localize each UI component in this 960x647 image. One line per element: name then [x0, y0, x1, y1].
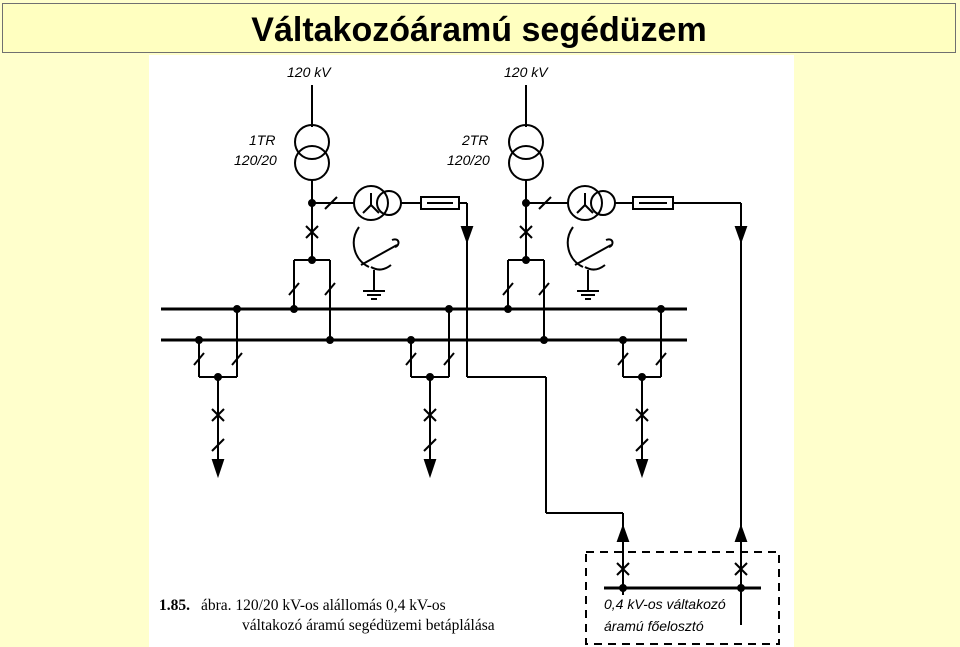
tr1-primary-winding: [294, 124, 330, 160]
single-line-diagram: 120 kV 120 kV 1TR 120/20 2TR 120/20: [159, 64, 780, 645]
caption-line1: ábra. 120/20 kV-os alállomás 0,4 kV-os: [201, 597, 446, 614]
tr1-ratio-label: 120/20: [234, 152, 277, 168]
distributor-label-line1: 0,4 kV-os váltakozó: [604, 596, 726, 612]
lv-distributor: 0,4 kV-os váltakozó áramú főelosztó: [585, 551, 780, 645]
tr2-secondary-winding: [508, 145, 544, 181]
caption-number: 1.85.: [159, 597, 190, 614]
aux-supply-line-1: [467, 376, 748, 595]
tr1-name-label: 1TR: [249, 132, 275, 148]
tr2-ratio-label: 120/20: [447, 152, 490, 168]
tr1-aux-transformer: [352, 185, 474, 377]
title-bar: Váltakozóáramú segédüzem: [2, 3, 956, 53]
feeder-1: [193, 309, 243, 479]
tr2-primary-winding: [508, 124, 544, 160]
tr2-aux-transformer: [566, 185, 748, 625]
diagram-figure: 120 kV 120 kV 1TR 120/20 2TR 120/20: [149, 55, 794, 647]
figure-caption: 1.85. ábra. 120/20 kV-os alállomás 0,4 k…: [159, 597, 495, 634]
distributor-label-line2: áramú főelosztó: [604, 618, 704, 634]
slide-title: Váltakozóáramú segédüzem: [251, 11, 707, 49]
feeder-2: [405, 309, 455, 479]
feeder-3: [617, 309, 667, 479]
tr1-voltage-label: 120 kV: [287, 64, 332, 80]
tr2-voltage-label: 120 kV: [504, 64, 549, 80]
tr2-branch: [502, 85, 569, 344]
tr2-name-label: 2TR: [461, 132, 488, 148]
caption-line2: váltakozó áramú segédüzemi betáplálása: [242, 617, 495, 634]
tr1-secondary-winding: [294, 145, 330, 181]
tr1-branch: [288, 85, 354, 344]
